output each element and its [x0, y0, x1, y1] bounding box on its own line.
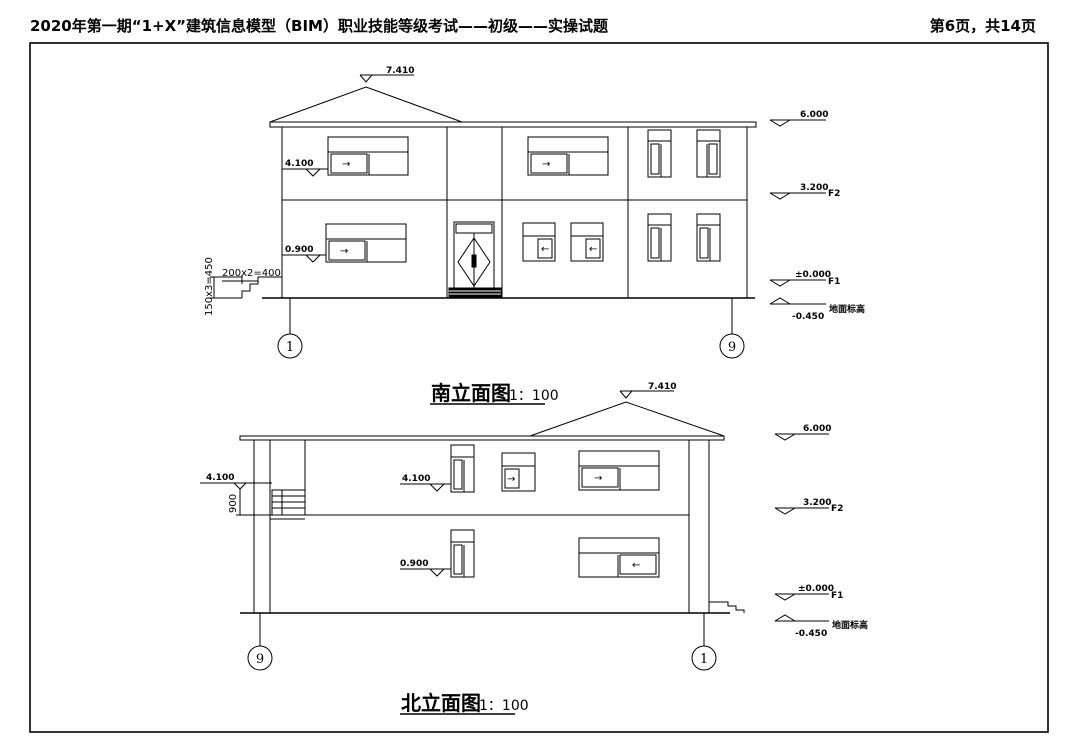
- north-title: 北立面图: [401, 691, 481, 715]
- south-title: 南立面图: [431, 381, 511, 405]
- south-sill-lower-marker: [282, 254, 326, 263]
- south-side-steps: [241, 276, 282, 298]
- north-sill-lower-elev: 0.900: [400, 559, 428, 569]
- south-window-upper-left: [327, 136, 409, 176]
- south-arrow-3: →: [340, 246, 348, 257]
- south-step-width-dim: 200x2=400: [222, 268, 281, 279]
- south-window-lower-m2: [570, 222, 604, 262]
- south-sill-upper-marker: [282, 168, 328, 177]
- drawing-frame: [29, 42, 1049, 733]
- south-arrow-2: →: [542, 159, 550, 170]
- south-f2-marker: [769, 192, 826, 200]
- north-scale: 1：100: [479, 698, 529, 714]
- north-ridge-elev: 7.410: [648, 382, 676, 392]
- north-sill-lower-marker: [400, 568, 451, 577]
- south-f1-marker: [769, 279, 826, 287]
- south-roof-marker: [769, 119, 826, 127]
- north-window-lower-2: [578, 537, 660, 578]
- south-arrow-1: →: [342, 159, 350, 170]
- south-ridge-marker: [359, 74, 414, 83]
- north-window-lower-1: [450, 529, 475, 578]
- south-window-lower-r1: [647, 213, 672, 262]
- north-roof-elev: 6.000: [803, 424, 831, 434]
- north-f2-label: F2: [831, 504, 843, 514]
- north-axis-1-bubble: [691, 645, 717, 671]
- south-arrow-5: ←: [589, 244, 597, 255]
- north-sill-upper-elev: 4.100: [402, 474, 430, 484]
- south-roof-gable: [269, 86, 463, 123]
- south-entrance-steps: [448, 287, 502, 299]
- south-axis-1-bubble: [277, 333, 303, 359]
- north-side-steps: [709, 601, 745, 613]
- page-number: 第6页，共14页: [929, 17, 1036, 35]
- south-step-height-dim: 150x3=450: [204, 257, 215, 316]
- south-elevation: [210, 74, 826, 359]
- south-ground-marker: [769, 297, 826, 305]
- south-arrow-4: ←: [541, 244, 549, 255]
- north-axis-right-label: 1: [700, 652, 708, 667]
- north-ground-elev: -0.450: [795, 629, 827, 639]
- north-sill-left-elev: 4.100: [206, 473, 234, 483]
- south-roof-eave: [269, 121, 757, 128]
- north-sill-left-marker: [200, 482, 272, 516]
- north-f1-marker: [774, 593, 829, 601]
- north-balcony-rail: [271, 489, 306, 516]
- south-ground-elev: -0.450: [792, 312, 824, 322]
- south-axis-9-bubble: [719, 333, 745, 359]
- north-ground-marker: [774, 614, 829, 622]
- south-wall: [281, 126, 748, 299]
- north-f1-elev: ±0.000: [798, 584, 834, 594]
- north-roof-eave: [239, 435, 725, 441]
- north-roof-marker: [774, 433, 829, 441]
- south-roof-elev: 6.000: [800, 110, 828, 120]
- north-window-upper-1: [450, 444, 475, 493]
- north-f1-label: F1: [831, 591, 843, 601]
- north-f2-elev: 3.200: [803, 498, 831, 508]
- south-f1-elev: ±0.000: [795, 270, 831, 280]
- north-rail-height-dim: 900: [228, 494, 239, 513]
- north-roof-gable: [529, 401, 725, 437]
- south-window-upper-r2: [696, 129, 721, 178]
- south-axis-left-label: 1: [286, 340, 294, 355]
- north-arrow-2: →: [594, 473, 602, 484]
- north-f2-marker: [774, 507, 829, 515]
- south-window-lower-r2: [696, 213, 721, 262]
- south-scale: 1：100: [509, 388, 559, 404]
- north-arrow-1: →: [507, 474, 515, 485]
- exam-title: 2020年第一期“1+X”建筑信息模型（BIM）职业技能等级考试——初级——实操…: [30, 17, 608, 35]
- south-axis-right-label: 9: [728, 340, 736, 355]
- north-ridge-marker: [619, 390, 674, 399]
- south-f1-label: F1: [828, 277, 840, 287]
- north-window-upper-3: [578, 450, 660, 491]
- south-step-dims: [210, 275, 258, 299]
- south-ridge-elev: 7.410: [386, 66, 414, 76]
- south-sill-lower-elev: 0.900: [285, 245, 313, 255]
- south-window-lower-left: [325, 223, 407, 263]
- south-ground-label: 地面标高: [829, 303, 865, 315]
- south-f2-elev: 3.200: [800, 183, 828, 193]
- page-header: 2020年第一期“1+X”建筑信息模型（BIM）职业技能等级考试——初级——实操…: [0, 0, 1080, 40]
- north-elevation: [200, 390, 829, 671]
- north-axis-left-label: 9: [256, 652, 264, 667]
- south-sill-upper-elev: 4.100: [285, 159, 313, 169]
- south-window-upper-r1: [647, 129, 672, 178]
- north-ground-label: 地面标高: [832, 619, 868, 631]
- north-sill-upper-marker: [400, 483, 451, 492]
- north-arrow-3: ←: [632, 560, 640, 571]
- south-entrance-door: [453, 221, 495, 289]
- north-axis-9-bubble: [247, 645, 273, 671]
- north-window-upper-2: [501, 452, 536, 492]
- south-window-lower-m1: [522, 222, 556, 262]
- south-window-upper-mid: [527, 136, 609, 176]
- south-f2-label: F2: [828, 189, 840, 199]
